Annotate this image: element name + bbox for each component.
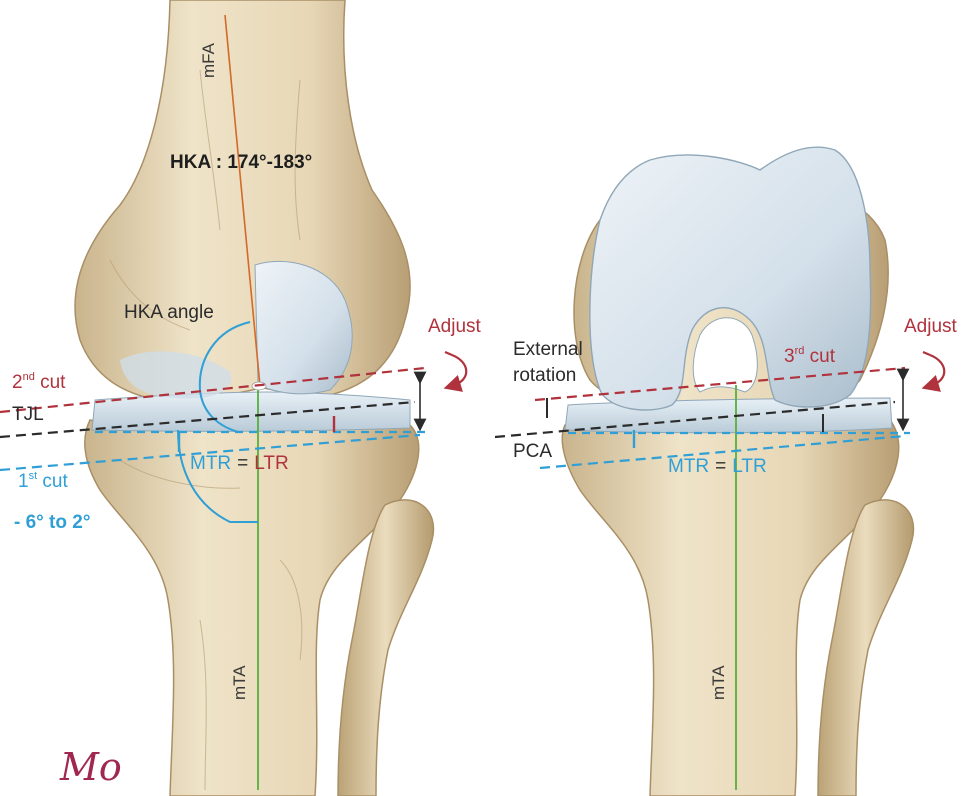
slope-range-label: - 6° to 2° xyxy=(14,512,90,533)
first-cut-label: 1st cut xyxy=(18,470,68,492)
left-adjust-label: Adjust xyxy=(428,316,482,337)
artist-signature: Mo xyxy=(59,745,122,789)
left-mtr-label: MTR=LTR xyxy=(190,453,289,474)
pca-label: PCA xyxy=(513,441,552,462)
left-mta-label: mTA xyxy=(230,665,249,700)
right-mtr-label: MTR=LTR xyxy=(668,456,767,477)
hka-angle-label: HKA angle xyxy=(124,302,214,323)
mfa-label: mFA xyxy=(199,42,218,78)
second-cut-label: 2nd cut xyxy=(12,371,66,393)
tjl-label: TJL xyxy=(12,404,44,425)
left-joint-cartilage xyxy=(92,392,410,431)
external-rotation-label: External rotation xyxy=(513,339,588,386)
adjust-arrow-icon xyxy=(452,355,466,386)
adjust-arrow-icon xyxy=(930,355,944,386)
third-cut-label: 3rd cut xyxy=(784,345,836,367)
right-mta-label: mTA xyxy=(709,665,728,700)
hka-range-label: HKA : 174°-183° xyxy=(170,152,312,173)
right-adjust-label: Adjust xyxy=(904,316,958,337)
